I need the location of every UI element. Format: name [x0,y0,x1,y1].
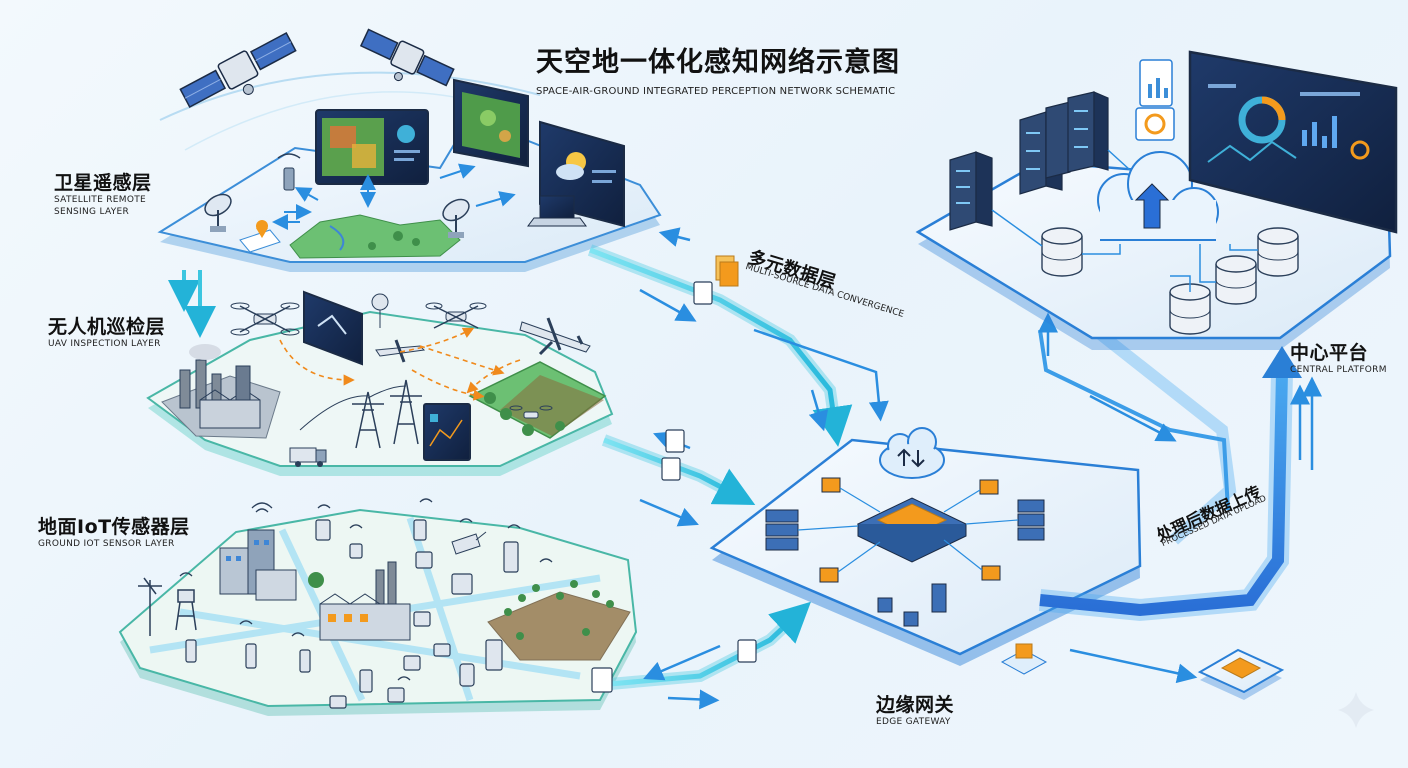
edge-gateway-title: 边缘网关 [876,694,955,716]
edge-server-icons [765,499,1045,627]
router-device-icon [1000,643,1048,675]
uav-to-edge-flow [601,434,756,505]
edge-device-platform [1197,648,1285,700]
ground-layer-subtitle: GROUND IOT SENSOR LAYER [38,539,175,549]
central-platform-label: 中心平台 CENTRAL PLATFORM [1290,342,1387,376]
database-bands [1041,251,1299,319]
edge-gateway-subtitle: EDGE GATEWAY [876,717,951,727]
downlink-arrows [168,270,216,338]
file-stack-icon [715,255,739,287]
airplane-icon [519,317,591,356]
satellite-layer-label: 卫星遥感层 SATELLITE REMOTE SENSING LAYER [54,172,152,218]
power-tower-icon [299,379,422,449]
fixed-wing-uav-icon [375,339,426,363]
uav-layer-subtitle: UAV INSPECTION LAYER [48,339,161,349]
satellite-icon [179,31,297,109]
satellite-icon [359,28,455,87]
satellite-layer-title: 卫星遥感层 [54,172,152,194]
dashboard-monitor-icon [1188,50,1398,234]
drone-icon [230,302,300,336]
sensor-tower-icon [277,153,301,191]
cloud-upload-icon [1097,151,1219,241]
wifi-signal-icons [179,498,553,681]
satellite-layer-subtitle-line2: SENSING LAYER [54,207,130,217]
camera-drone-icon [371,293,389,328]
document-icon [591,281,757,693]
factory-icon [179,344,261,429]
laptop-icon [527,195,587,227]
central-platform-subtitle: CENTRAL PLATFORM [1290,365,1387,375]
central-platform [915,160,1392,350]
uav-layer-label: 无人机巡检层 UAV INSPECTION LAYER [48,316,165,350]
field-drone-icon [509,405,553,419]
central-platform-title: 中心平台 [1290,342,1369,364]
server-lights [956,110,1088,204]
flight-path [279,327,521,401]
page-title: 天空地一体化感知网络示意图 [536,47,900,78]
map-monitor-icon [315,109,429,185]
crop-plants-icon [504,580,614,640]
orbit-arc [184,91,471,151]
satellite-image-monitor-icon [453,78,529,168]
upload-thin-arrows [1038,312,1322,684]
cloud-icon [879,427,945,479]
database-icons [1041,227,1299,335]
edge-node-icons [819,477,1001,583]
satellite-layer-subtitle-line1: SATELLITE REMOTE [54,195,147,205]
ground-to-edge-flow [609,601,811,690]
iot-sensor-icons [185,519,519,709]
drone-icon [425,302,487,329]
ground-layer-label: 地面IoT传感器层 GROUND IOT SENSOR LAYER [38,516,190,550]
location-pin-icon [239,220,281,253]
sparkle-icon [1338,692,1374,728]
tree-icon [308,572,324,588]
orbit-arc [159,71,541,121]
edge-gateway-label: 边缘网关 EDGE GATEWAY [876,694,954,728]
small-panel-icons [1135,59,1175,141]
satellite-dish-icon [442,198,470,238]
factory-icon [319,561,411,641]
uav-layer-platform [146,310,614,476]
satellite-to-fusion-flow [587,244,853,447]
page-subtitle: SPACE-AIR-GROUND INTEGRATED PERCEPTION N… [536,86,896,97]
analytics-monitor-icon [423,403,471,461]
uav-layer-title: 无人机巡检层 [48,316,166,338]
security-camera-icon [451,531,487,555]
data-flow-arrows [272,163,516,230]
office-building-icon [219,529,297,601]
thin-flow-arrows [639,227,889,710]
satellite-dish-icon [204,193,232,232]
circuit-lines [991,149,1258,292]
edge-links [797,487,1019,573]
ground-layer-title: 地面IoT传感器层 [38,516,190,538]
upload-flow [1038,346,1302,622]
uav-control-monitor-icon [303,290,363,366]
water-tower-icon [175,589,197,631]
weather-station-icon [138,577,162,636]
truck-icon [289,447,327,467]
tree-icon [484,392,565,436]
